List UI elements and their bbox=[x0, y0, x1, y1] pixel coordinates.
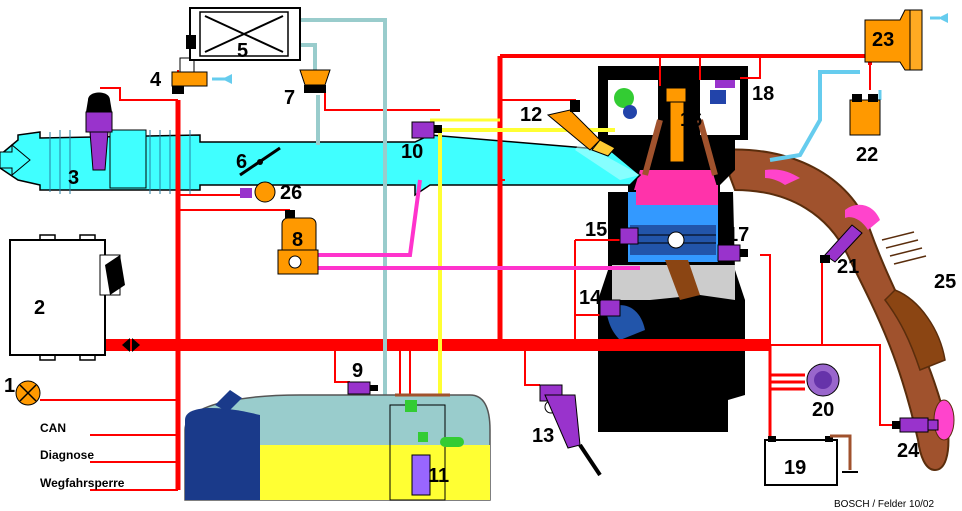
label-3: 3 bbox=[68, 167, 79, 189]
intake-manifold bbox=[0, 129, 642, 197]
label-6: 6 bbox=[236, 151, 247, 173]
label-25: 25 bbox=[934, 271, 956, 293]
label-12: 12 bbox=[520, 104, 542, 126]
speed-sensor-17 bbox=[717, 244, 748, 262]
bus-arrows-icon bbox=[122, 338, 130, 352]
bus-arrows-icon-right bbox=[132, 338, 140, 352]
label-21: 21 bbox=[837, 256, 859, 278]
label-23: 23 bbox=[872, 29, 894, 51]
battery bbox=[764, 434, 858, 486]
label-diagnose: Diagnose bbox=[40, 448, 94, 462]
ecu-control-unit bbox=[9, 234, 125, 361]
pressure-valve-4 bbox=[171, 57, 232, 94]
label-18: 18 bbox=[752, 83, 774, 105]
label-8: 8 bbox=[292, 229, 303, 251]
label-can: CAN bbox=[40, 421, 66, 435]
relay-23 bbox=[864, 9, 948, 71]
label-11: 11 bbox=[428, 465, 449, 487]
intake-pressure-sensor bbox=[411, 121, 442, 139]
canister-purge-lines bbox=[318, 179, 640, 270]
knock-sensor bbox=[599, 299, 621, 317]
credit-text: BOSCH / Felder 10/02 bbox=[834, 499, 934, 510]
accelerator-pedal bbox=[539, 384, 602, 477]
tank-valve-9 bbox=[347, 381, 378, 395]
lambda-sensor-21 bbox=[820, 224, 863, 263]
canister-purge-valve bbox=[277, 210, 319, 275]
label-20: 20 bbox=[812, 399, 834, 421]
air-mass-meter bbox=[85, 92, 113, 171]
vacuum-hoses bbox=[300, 18, 882, 395]
label-16: 16 bbox=[680, 109, 702, 131]
fuel-tank bbox=[184, 390, 491, 501]
label-14: 14 bbox=[579, 287, 602, 309]
label-13: 13 bbox=[532, 425, 554, 447]
label-15: 15 bbox=[585, 219, 607, 241]
fuel-injector-12 bbox=[546, 100, 616, 157]
label-2: 2 bbox=[34, 297, 45, 319]
pressure-regulator-7 bbox=[299, 69, 331, 93]
label-10: 10 bbox=[401, 141, 423, 163]
label-wegfahrsperre: Wegfahrsperre bbox=[40, 476, 125, 490]
label-26: 26 bbox=[280, 182, 302, 204]
label-5: 5 bbox=[237, 40, 248, 62]
warning-lamp-icon bbox=[15, 380, 41, 406]
label-17: 17 bbox=[727, 224, 749, 246]
ignition-coil-22 bbox=[849, 94, 881, 136]
label-24: 24 bbox=[897, 440, 920, 462]
label-4: 4 bbox=[150, 69, 162, 91]
exhaust-pipe bbox=[718, 148, 955, 472]
lambda-sensor-24 bbox=[892, 417, 939, 433]
idle-actuator-26 bbox=[240, 181, 276, 203]
label-22: 22 bbox=[856, 144, 878, 166]
label-7: 7 bbox=[284, 87, 295, 109]
charcoal-canister bbox=[186, 7, 301, 61]
label-19: 19 bbox=[784, 457, 806, 479]
temperature-sensor-15 bbox=[619, 227, 639, 245]
alternator bbox=[806, 363, 840, 397]
label-1: 1 bbox=[4, 375, 15, 397]
injector-valve-16 bbox=[614, 80, 735, 176]
label-9: 9 bbox=[352, 360, 363, 382]
